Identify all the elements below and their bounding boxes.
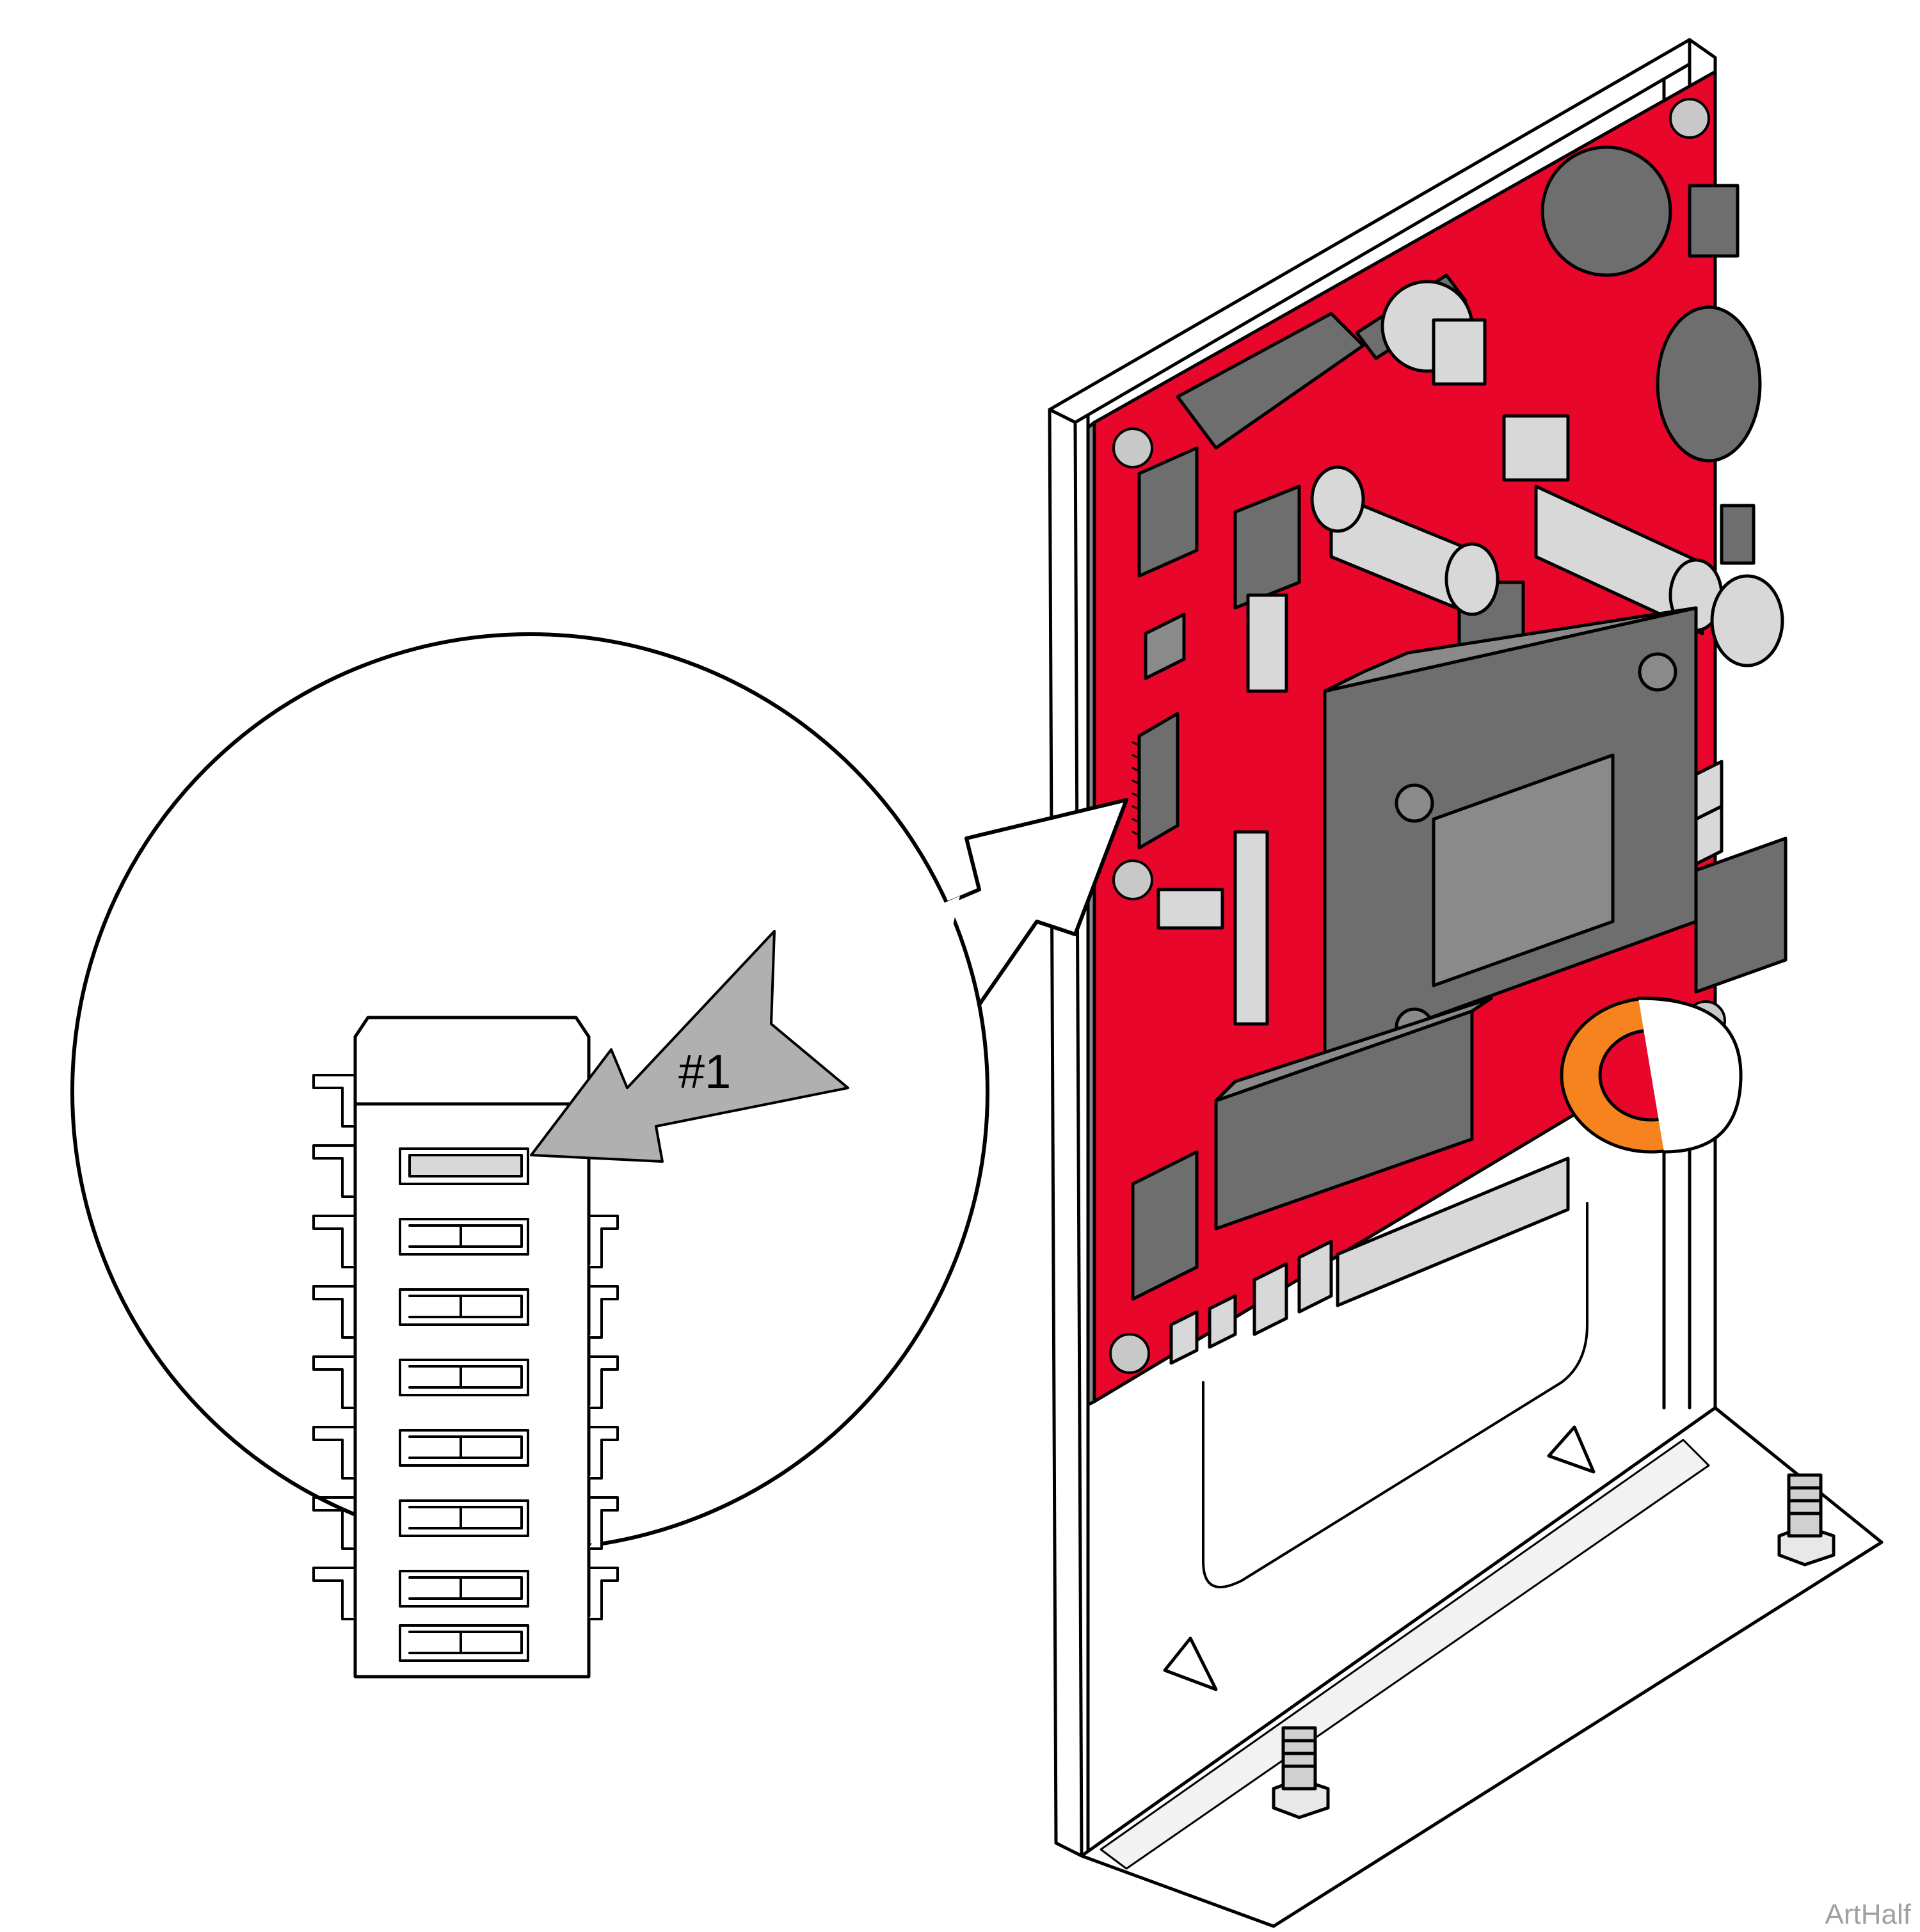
circuit-board: [1086, 70, 1788, 1407]
dip-switch-2: [399, 1218, 529, 1256]
relay: [1214, 996, 1493, 1231]
dip-switch-1: [399, 1147, 529, 1185]
switch-pin: [312, 1144, 356, 1198]
relay-small: [1432, 318, 1487, 386]
dip-switch-enlarged: [312, 1016, 619, 1679]
capacitor: [1310, 465, 1500, 616]
ribbon-connector: [1176, 312, 1365, 450]
pressure-sensor: [1656, 305, 1762, 463]
component: [1156, 888, 1224, 930]
switch-pin: [312, 1496, 356, 1550]
switch-pin: [588, 1285, 619, 1339]
pin-header: [1144, 612, 1186, 680]
transformer: [1323, 606, 1788, 1058]
terminal-strip: [1336, 1156, 1570, 1307]
component: [1233, 830, 1269, 1026]
dip-switch-6: [399, 1499, 529, 1537]
switch-pin: [312, 1426, 356, 1480]
switch-pin: [312, 1285, 356, 1339]
dip-switch-on-board: [1132, 712, 1180, 850]
buzzer: [1540, 145, 1672, 277]
dip-switch-5: [399, 1429, 529, 1467]
dip-switch-8: [399, 1624, 529, 1662]
locator-tab: [1547, 1425, 1596, 1474]
dip-switch-7: [399, 1570, 529, 1608]
connector: [1688, 184, 1740, 258]
switch-pin: [588, 1355, 619, 1409]
switch-pin: [588, 1567, 619, 1620]
switch-pin: [588, 1426, 619, 1480]
switch-pin: [588, 1215, 619, 1268]
dip-switch-3: [399, 1288, 529, 1326]
ic-block: [1502, 414, 1570, 482]
switch-pin: [312, 1567, 356, 1620]
toroid-coil: [1560, 996, 1743, 1154]
standoff-screw: [1109, 1333, 1150, 1374]
mounting-bolt: [1777, 1473, 1836, 1567]
switch-pin: [312, 1074, 356, 1128]
standoff-screw: [1669, 98, 1710, 139]
switch-pin: [588, 1496, 619, 1550]
callout-arrow: [530, 930, 849, 1163]
switch-pin: [312, 1215, 356, 1268]
standoff-screw: [1112, 427, 1153, 468]
component: [1246, 593, 1288, 693]
callout-label: #1: [678, 1045, 731, 1098]
mounting-bolt: [1272, 1726, 1330, 1819]
header-connector: [1137, 446, 1199, 578]
standoff-screw: [1112, 859, 1153, 900]
locator-tab: [1163, 1636, 1218, 1691]
switch-pin: [312, 1355, 356, 1409]
art-code-label: ArtHalf: [1825, 1899, 1911, 1930]
magnified-detail-view: #1: [70, 632, 1128, 1679]
capacitor: [1534, 484, 1784, 667]
spade-terminal: [1169, 760, 1724, 1365]
connector: [1720, 504, 1756, 565]
ic-chip: [1233, 484, 1301, 610]
dip-switch-4: [399, 1359, 529, 1396]
bracket-cutout: [1202, 1202, 1588, 1588]
terminal-block: [1131, 1150, 1199, 1301]
